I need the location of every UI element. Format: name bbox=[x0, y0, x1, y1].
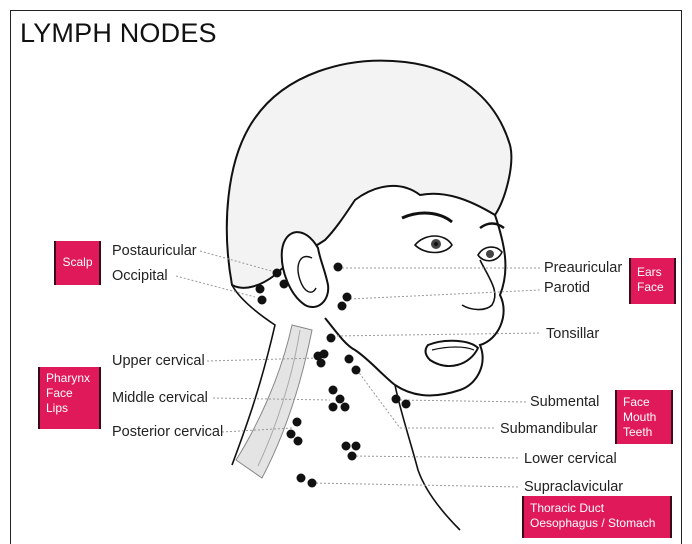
box-face-mouth-line-1: Face bbox=[623, 395, 665, 410]
box-pharynx-face-lips: Pharynx Face Lips bbox=[38, 367, 101, 429]
box-pharynx-line-2: Face bbox=[46, 386, 93, 401]
box-ears-line-2: Face bbox=[637, 280, 668, 295]
box-thoracic-duct: Thoracic Duct Oesophagus / Stomach bbox=[522, 496, 672, 538]
label-posterior-cervical: Posterior cervical bbox=[112, 424, 223, 440]
label-postauricular: Postauricular bbox=[112, 243, 197, 259]
box-thoracic-line-1: Thoracic Duct bbox=[530, 501, 664, 516]
box-pharynx-line-3: Lips bbox=[46, 401, 93, 416]
label-parotid: Parotid bbox=[544, 280, 590, 296]
label-lower-cervical: Lower cervical bbox=[524, 451, 617, 467]
label-preauricular: Preauricular bbox=[544, 260, 622, 276]
box-ears-line-1: Ears bbox=[637, 265, 668, 280]
box-face-mouth-line-3: Teeth bbox=[623, 425, 665, 440]
box-scalp: Scalp bbox=[54, 241, 101, 285]
box-face-mouth-line-2: Mouth bbox=[623, 410, 665, 425]
nose bbox=[462, 260, 495, 310]
hair bbox=[227, 61, 511, 288]
eyebrow-left bbox=[402, 213, 452, 222]
eyebrow-right bbox=[480, 224, 504, 229]
label-middle-cervical: Middle cervical bbox=[112, 390, 208, 406]
box-scalp-line: Scalp bbox=[62, 255, 93, 270]
label-tonsillar: Tonsillar bbox=[546, 326, 599, 342]
box-ears-face: Ears Face bbox=[629, 258, 676, 304]
box-thoracic-line-2: Oesophagus / Stomach bbox=[530, 516, 664, 531]
box-pharynx-line-1: Pharynx bbox=[46, 371, 93, 386]
neck-muscle bbox=[236, 325, 312, 478]
label-submental: Submental bbox=[530, 394, 599, 410]
mouth bbox=[426, 341, 478, 366]
label-occipital: Occipital bbox=[112, 268, 168, 284]
box-face-mouth-teeth: Face Mouth Teeth bbox=[615, 390, 673, 444]
label-upper-cervical: Upper cervical bbox=[112, 353, 205, 369]
label-submandibular: Submandibular bbox=[500, 421, 598, 437]
label-supraclavicular: Supraclavicular bbox=[524, 479, 623, 495]
